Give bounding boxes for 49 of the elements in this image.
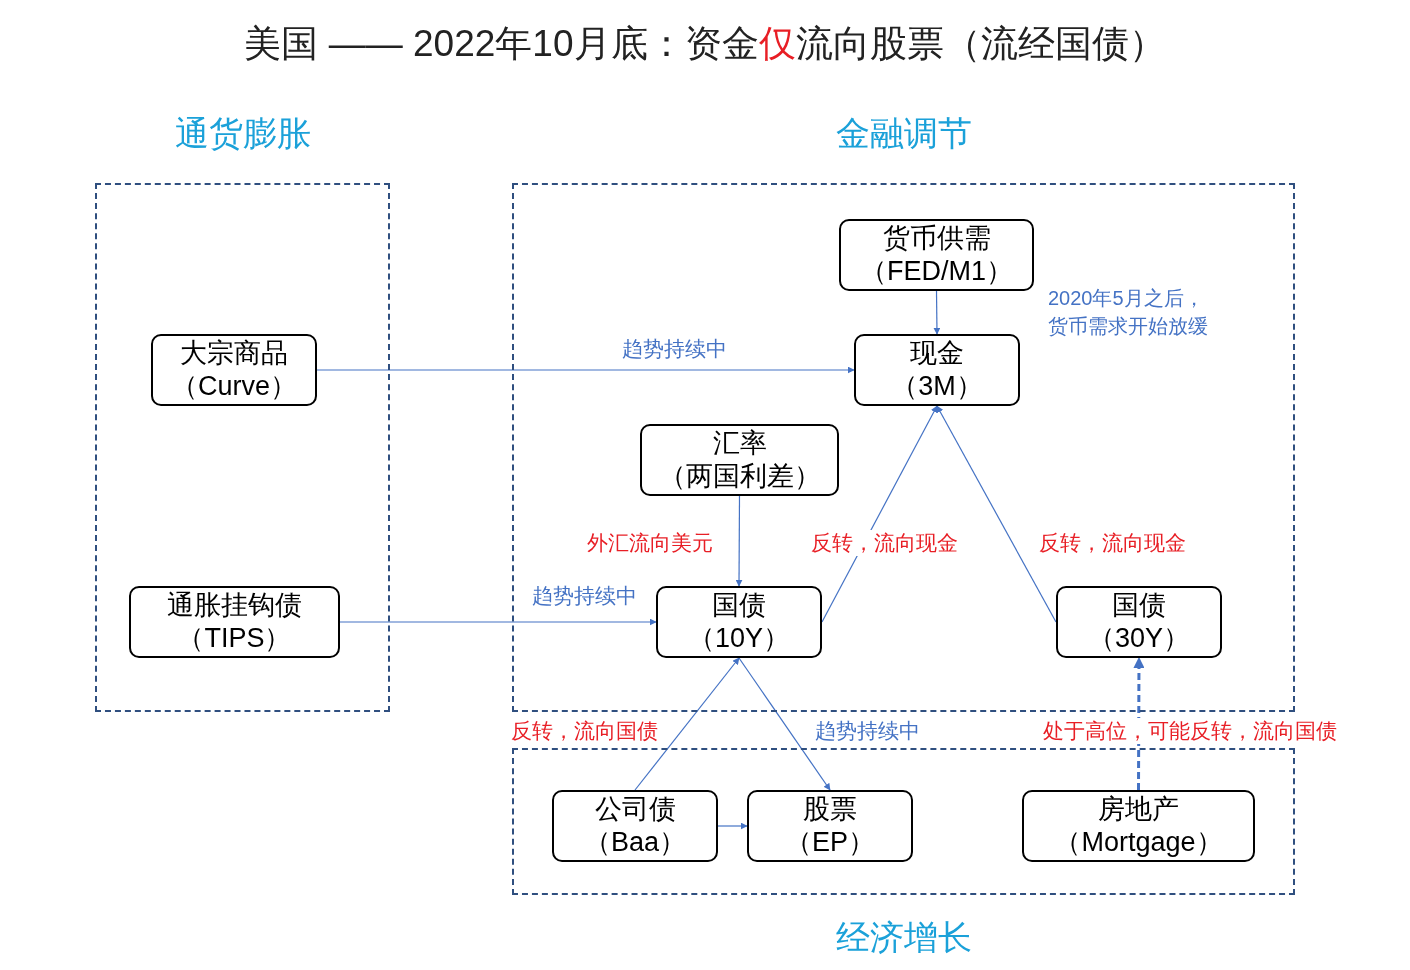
node-text: 现金 <box>910 337 964 370</box>
arrow <box>634 657 740 791</box>
group-heading: 通货膨胀 <box>174 113 311 153</box>
edge-label: 处于高位，可能反转，流向国债 <box>1041 718 1339 744</box>
node-text: 货币供需 <box>882 222 991 255</box>
node-text: 汇率 <box>712 427 767 460</box>
rounded-box <box>839 219 1034 291</box>
edge-label: 外汇流向美元 <box>585 530 715 556</box>
rounded-box <box>747 790 913 862</box>
arrow <box>936 405 1057 623</box>
node-text: 通胀挂钩债 <box>167 589 302 622</box>
rounded-box <box>640 424 839 496</box>
node-text: （Baa） <box>583 826 686 859</box>
edge-label: 反转，流向国债 <box>508 718 660 744</box>
node-text: （TIPS） <box>177 622 292 655</box>
arrow <box>1133 656 1145 790</box>
arrow <box>339 618 657 626</box>
node-text: （10Y） <box>687 622 790 655</box>
node-text: （3M） <box>891 370 983 403</box>
arrow <box>933 290 941 335</box>
rounded-box <box>1056 586 1222 658</box>
rounded-box <box>151 334 317 406</box>
node-text: 房地产 <box>1098 793 1179 826</box>
group-heading: 经济增长 <box>835 917 972 957</box>
node-text: 国债 <box>1112 589 1166 622</box>
arrow <box>717 822 748 830</box>
node-text: （30Y） <box>1087 622 1190 655</box>
node-text: 股票 <box>803 793 857 826</box>
edge-label: 反转，流向现金 <box>1036 530 1188 556</box>
node-text: （Mortgage） <box>1054 826 1223 859</box>
rounded-box <box>552 790 718 862</box>
rounded-box <box>1022 790 1255 862</box>
arrow <box>738 657 831 791</box>
group-heading: 金融调节 <box>835 113 972 153</box>
node-text: 国债 <box>712 589 766 622</box>
rounded-box <box>656 586 822 658</box>
rounded-box <box>129 586 340 658</box>
node-text: （Curve） <box>171 370 297 403</box>
rounded-box <box>854 334 1020 406</box>
node-text: 公司债 <box>594 793 676 826</box>
note-text: 2020年5月之后，货币需求开始放缓 <box>1048 286 1209 339</box>
node-text: （FED/M1） <box>860 255 1013 288</box>
edge-label: 反转，流向现金 <box>808 530 960 556</box>
title: 美国 —— 2022年10月底：资金仅流向股票（流经国债） <box>243 22 1167 66</box>
node-text: （EP） <box>785 826 875 859</box>
node-text: 大宗商品 <box>180 337 288 370</box>
arrow <box>735 495 743 587</box>
arrow <box>316 366 855 374</box>
node-text: （两国利差） <box>658 460 821 493</box>
